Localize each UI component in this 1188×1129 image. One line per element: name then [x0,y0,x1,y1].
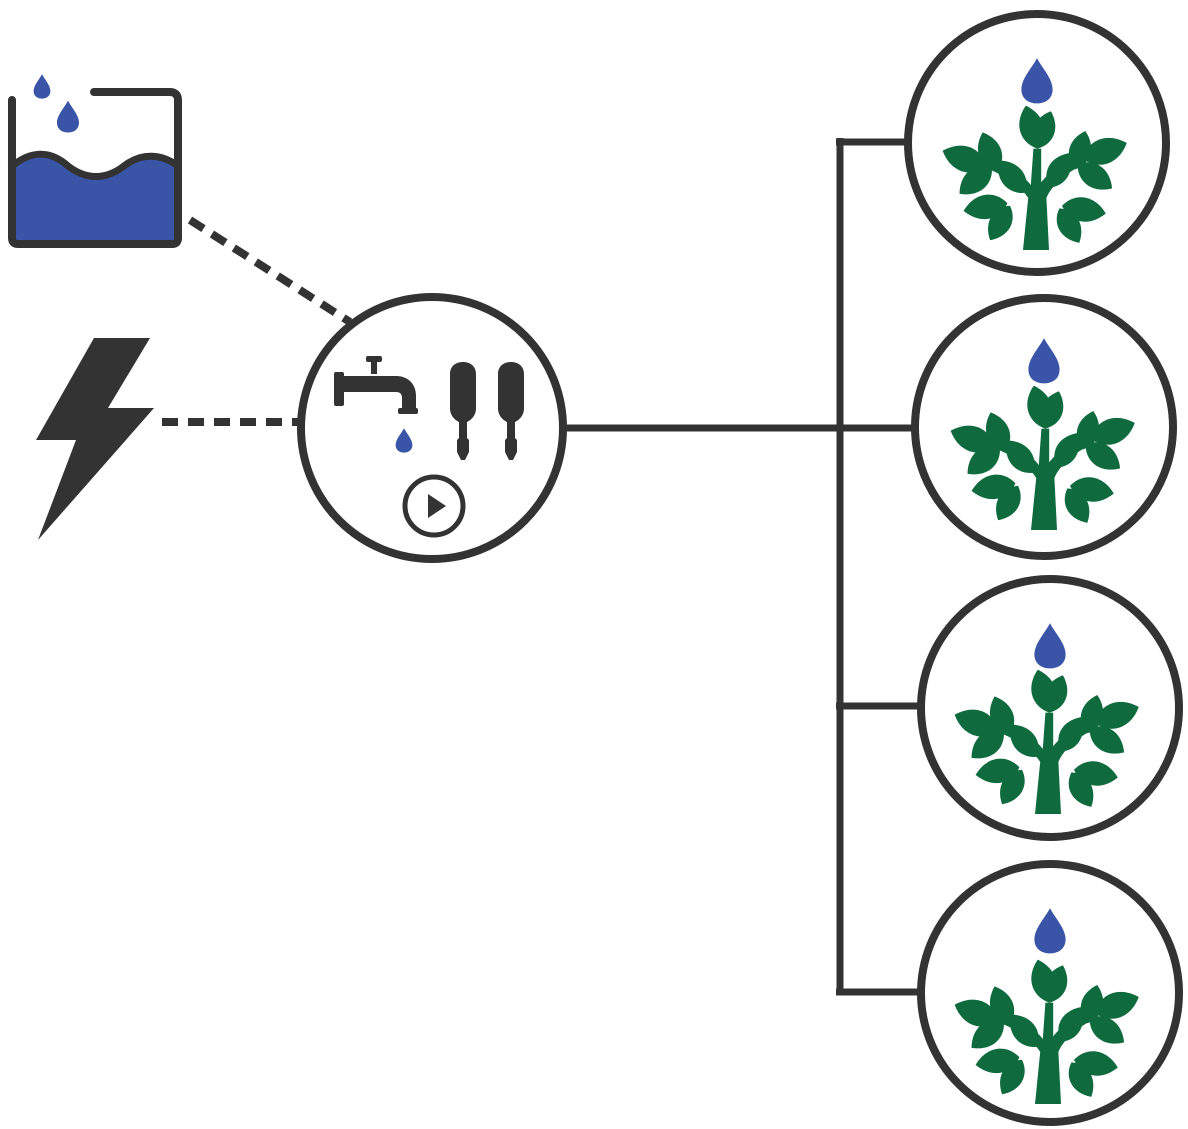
plant-node-4 [917,860,1183,1126]
water-drop-icon [57,100,79,133]
play-button-icon [402,474,466,538]
controller-node [297,293,567,563]
plant-node-3 [917,575,1183,841]
plant-node-2 [911,294,1177,560]
lightning-bolt-icon [36,338,154,540]
water-tank-icon [7,74,182,248]
connections [162,138,920,996]
faucet-icon [334,356,418,414]
plant-node-1 [904,10,1170,276]
water-drop-icon [33,74,51,99]
tank-to-controller-dashed-line [187,216,353,326]
